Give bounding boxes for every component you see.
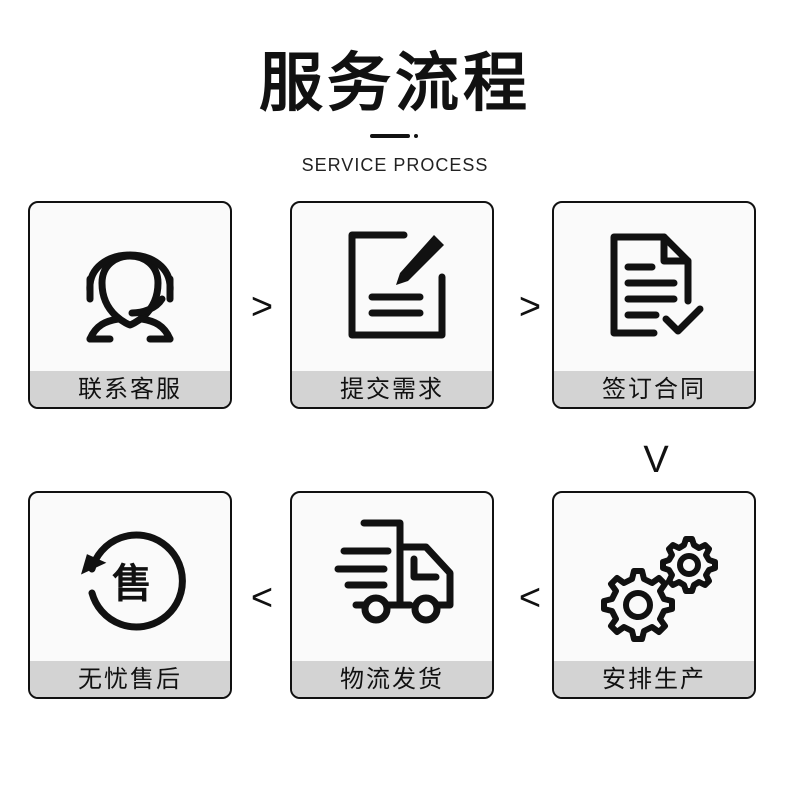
after-sales-refresh-icon: 售	[30, 507, 230, 659]
title-underline	[370, 134, 410, 138]
document-pen-icon	[292, 217, 492, 369]
step-label: 物流发货	[292, 661, 492, 697]
arrow-left: <	[250, 577, 274, 619]
customer-service-headset-icon	[30, 217, 230, 369]
title-underline-dot	[414, 134, 418, 138]
after-sales-badge-text: 售	[112, 561, 152, 607]
step-label: 签订合同	[554, 371, 754, 407]
page-title: 服务流程	[259, 47, 531, 121]
contract-check-icon	[554, 217, 754, 369]
arrow-right: >	[518, 286, 542, 328]
step-label: 提交需求	[292, 371, 492, 407]
arrow-down: V	[643, 439, 669, 481]
step-card-submit-request: 提交需求	[290, 201, 494, 409]
delivery-truck-icon	[292, 507, 492, 659]
arrow-left: <	[518, 577, 542, 619]
step-label: 安排生产	[554, 661, 754, 697]
step-card-contact-service: 联系客服	[28, 201, 232, 409]
page-subtitle: SERVICE PROCESS	[301, 155, 489, 175]
step-card-after-sales: 售 无忧售后	[28, 491, 232, 699]
step-label: 联系客服	[30, 371, 230, 407]
step-card-logistics: 物流发货	[290, 491, 494, 699]
arrow-right: >	[250, 286, 274, 328]
gears-icon	[554, 507, 754, 659]
step-label: 无忧售后	[30, 661, 230, 697]
step-card-production: 安排生产	[552, 491, 756, 699]
step-card-sign-contract: 签订合同	[552, 201, 756, 409]
